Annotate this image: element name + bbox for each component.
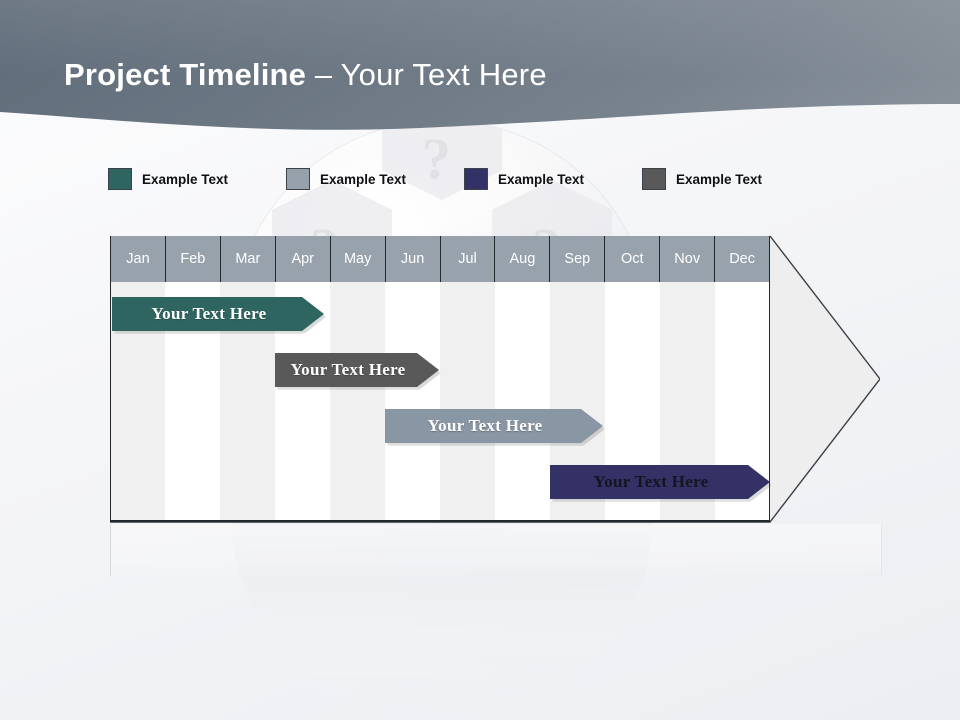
grid-right-rule xyxy=(769,282,770,522)
grid-reflection xyxy=(110,524,882,576)
timeline-bar-4[interactable]: Your Text Here xyxy=(550,465,770,499)
month-column-jun xyxy=(385,282,440,522)
legend-label: Example Text xyxy=(142,171,229,187)
month-header-mar: Mar xyxy=(220,236,276,282)
bar-arrow-shape xyxy=(112,297,324,331)
month-header-oct: Oct xyxy=(605,236,661,282)
legend: Example Text Example Text Example Text E… xyxy=(108,168,848,194)
timeline-bar-1[interactable]: Your Text Here xyxy=(112,297,324,331)
bar-label: Your Text Here xyxy=(593,472,709,491)
legend-label: Example Text xyxy=(320,171,407,187)
page-title-separator: – xyxy=(306,57,341,92)
month-header-feb: Feb xyxy=(165,236,221,282)
month-header-dec: Dec xyxy=(715,236,771,282)
month-header-jan: Jan xyxy=(110,236,166,282)
month-header-jun: Jun xyxy=(385,236,441,282)
month-column-may xyxy=(330,282,385,522)
bar-arrow-shape xyxy=(385,409,603,443)
legend-item-3[interactable]: Example Text xyxy=(464,168,584,190)
grid-left-rule xyxy=(110,236,111,522)
legend-item-4[interactable]: Example Text xyxy=(642,168,762,190)
month-header-apr: Apr xyxy=(275,236,331,282)
bar-arrow-shape xyxy=(275,353,439,387)
month-header-aug: Aug xyxy=(495,236,551,282)
legend-swatch-icon xyxy=(108,168,132,190)
legend-label: Example Text xyxy=(676,171,763,187)
bar-label: Your Text Here xyxy=(427,416,543,435)
bar-label: Your Text Here xyxy=(290,360,406,379)
legend-swatch-icon xyxy=(464,168,488,190)
legend-item-1[interactable]: Example Text xyxy=(108,168,228,190)
question-mark-icon: ? xyxy=(422,126,451,191)
legend-swatch-icon xyxy=(286,168,310,190)
timeline-bar-2[interactable]: Your Text Here xyxy=(275,353,439,387)
legend-swatch-icon xyxy=(642,168,666,190)
month-header-sep: Sep xyxy=(550,236,606,282)
legend-item-2[interactable]: Example Text xyxy=(286,168,406,190)
month-column-aug xyxy=(495,282,550,522)
legend-label: Example Text xyxy=(498,171,585,187)
bar-arrow-shape xyxy=(550,465,770,499)
month-header-nov: Nov xyxy=(660,236,716,282)
month-header-may: May xyxy=(330,236,386,282)
bar-label: Your Text Here xyxy=(151,304,267,323)
page-title: Project Timeline – Your Text Here xyxy=(64,57,547,93)
month-column-jul xyxy=(440,282,495,522)
page-title-rest: Your Text Here xyxy=(340,57,547,92)
month-columns xyxy=(110,282,770,522)
month-header-jul: Jul xyxy=(440,236,496,282)
timeline-bar-3[interactable]: Your Text Here xyxy=(385,409,603,443)
page-title-bold: Project Timeline xyxy=(64,57,307,92)
grid-bottom-rule xyxy=(110,520,770,522)
